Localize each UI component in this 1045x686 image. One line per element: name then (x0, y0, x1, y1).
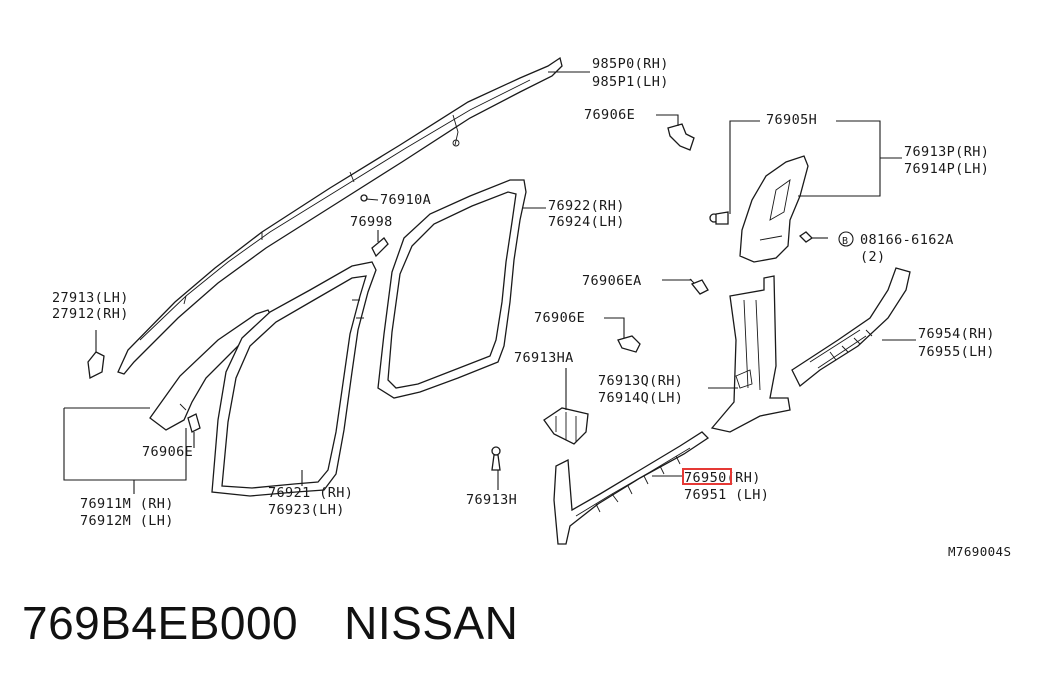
label-985P1: 985P1(LH) (592, 74, 669, 90)
label-76950: 76950(RH) (684, 470, 761, 486)
b-pillar-lower-garnish-part (710, 275, 791, 433)
label-76911M: 76911M (RH) (80, 496, 174, 512)
highlight-box (682, 468, 732, 485)
clip-76906E-left-part (187, 413, 201, 433)
label-985P0: 985P0(RH) (592, 56, 669, 72)
label-76906E-left: 76906E (142, 444, 193, 460)
front-kicking-plate-part (553, 431, 710, 545)
label-76906E-top: 76906E (584, 107, 635, 123)
label-76921: 76921 (RH) (268, 485, 353, 501)
label-76914Q: 76914Q(LH) (598, 390, 683, 406)
label-76923: 76923(LH) (268, 502, 345, 518)
leader-lines (63, 120, 916, 494)
label-76914P: 76914P(LH) (904, 161, 989, 177)
front-door-weatherstrip-part (211, 261, 377, 497)
label-08166: 08166-6162A (860, 232, 954, 248)
clip-76906E-mid-part (617, 335, 641, 353)
label-76955: 76955(LH) (918, 344, 995, 360)
curtain-airbag-part (117, 56, 563, 375)
label-76912M: 76912M (LH) (80, 513, 174, 529)
bracket-76913HA-part (543, 407, 589, 445)
label-76910A: 76910A (380, 192, 431, 208)
label-76951: 76951 (LH) (684, 487, 769, 503)
caption: 769B4EB000 NISSAN (22, 596, 564, 650)
clip-76905H-part (709, 211, 729, 225)
label-76906EA: 76906EA (582, 273, 642, 289)
label-76906E-mid: 76906E (534, 310, 585, 326)
label-27913: 27913(LH) (52, 290, 129, 306)
label-76913HA: 76913HA (514, 350, 574, 366)
label-76913H: 76913H (466, 492, 517, 508)
clip-76998-part (371, 237, 389, 258)
label-76922: 76922(RH) (548, 198, 625, 214)
bolt-symbol-icon (838, 231, 854, 247)
screw-76910A-part (360, 194, 379, 202)
label-76913P: 76913P(RH) (904, 144, 989, 160)
clip-27912-part (87, 351, 105, 379)
b-pillar-upper-garnish-part (739, 155, 809, 263)
label-76954: 76954(RH) (918, 326, 995, 342)
brand-name: NISSAN (344, 597, 519, 649)
bolt-08166-part (798, 231, 828, 243)
label-76924: 76924(LH) (548, 214, 625, 230)
rear-door-weatherstrip-part (377, 179, 527, 399)
label-08166-qty: (2) (860, 249, 886, 265)
part-number: 769B4EB000 (22, 597, 299, 649)
label-76905H: 76905H (766, 112, 817, 128)
rear-kicking-plate-part (791, 267, 911, 388)
clip-76906E-top-part (667, 123, 695, 151)
label-27912: 27912(RH) (52, 306, 129, 322)
label-76998: 76998 (350, 214, 393, 230)
clip-76913H-part (491, 446, 501, 471)
clip-76906EA-part (689, 278, 709, 295)
diagram-code: M769004S (948, 544, 1011, 559)
label-bolt-prefix: B (842, 236, 848, 247)
label-76913Q: 76913Q(RH) (598, 373, 683, 389)
